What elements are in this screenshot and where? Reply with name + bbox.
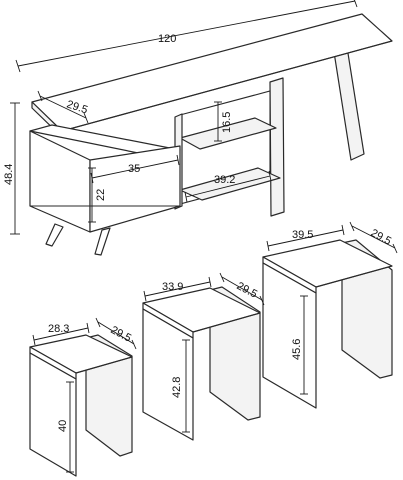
nesting-table-small <box>29 334 133 477</box>
dim-line-medium-width <box>144 281 211 297</box>
dim-tick <box>353 0 358 8</box>
console-right-panel <box>333 46 365 161</box>
dim-door-width-label: 35 <box>128 163 140 175</box>
dim-tick <box>219 272 225 283</box>
nesting-table-medium <box>142 286 261 441</box>
dim-shelf-width-label: 39.2 <box>214 174 235 186</box>
console-leg-front-right <box>94 227 111 256</box>
large-table-front-leg <box>262 262 317 409</box>
dim-line-small-width <box>33 327 89 341</box>
dim-tick <box>131 339 137 350</box>
dim-tick <box>341 224 345 236</box>
dim-tick <box>176 154 180 166</box>
dim-tick <box>86 322 90 334</box>
small-table-front-leg <box>29 352 77 477</box>
large-table-height-label: 45.6 <box>291 339 303 360</box>
console-leg-front-left <box>45 223 64 247</box>
dim-tick <box>32 334 36 346</box>
medium-table-height-label: 42.8 <box>171 377 183 398</box>
console-dimensions: 120 29.5 48.4 16.5 35 22 39.2 <box>3 0 358 235</box>
dim-line-top-depth <box>39 95 87 119</box>
dim-tick <box>15 59 21 73</box>
medium-table-top-front-edge <box>192 312 261 333</box>
large-table-top-front-edge <box>315 265 393 288</box>
dim-tick <box>83 112 89 124</box>
medium-table-width-label: 33.9 <box>162 281 183 293</box>
dim-tick <box>349 221 355 232</box>
tv-console <box>29 13 393 256</box>
dim-tick <box>259 295 265 306</box>
dim-tick <box>208 276 212 288</box>
console-divider-panel <box>269 77 285 217</box>
dim-tick <box>268 170 272 182</box>
large-table-width-label: 39.5 <box>292 229 313 241</box>
dim-tick <box>392 243 398 254</box>
dim-tick <box>143 290 147 302</box>
dim-height-label: 48.4 <box>3 164 15 185</box>
dim-tick <box>95 317 101 328</box>
dim-line-length <box>17 0 356 67</box>
dim-line-large-depth <box>351 225 396 249</box>
dim-length-label: 120 <box>158 33 176 45</box>
small-table-top-front-edge <box>75 356 133 374</box>
dim-line-large-width <box>267 229 344 247</box>
dim-line-door-width <box>91 159 179 179</box>
medium-table-front-leg <box>142 308 194 441</box>
dim-tick <box>266 240 270 252</box>
large-table-depth-label: 29.5 <box>369 227 394 248</box>
dim-line-small-depth <box>97 321 135 345</box>
small-table-width-label: 28.3 <box>48 323 69 335</box>
console-cabinet-side <box>29 130 91 233</box>
dim-line-medium-depth <box>221 276 263 301</box>
dim-tick <box>184 191 188 203</box>
small-table-height-label: 40 <box>57 420 69 432</box>
dim-shelf-gap-label: 16.5 <box>221 112 233 133</box>
nesting-table-large <box>262 239 393 409</box>
console-upper-shelf <box>179 117 277 150</box>
dim-line-shelf-width <box>185 175 271 198</box>
dim-door-height-label: 22 <box>95 189 107 201</box>
dim-tick <box>37 90 43 102</box>
console-top-front-edge <box>61 40 393 132</box>
